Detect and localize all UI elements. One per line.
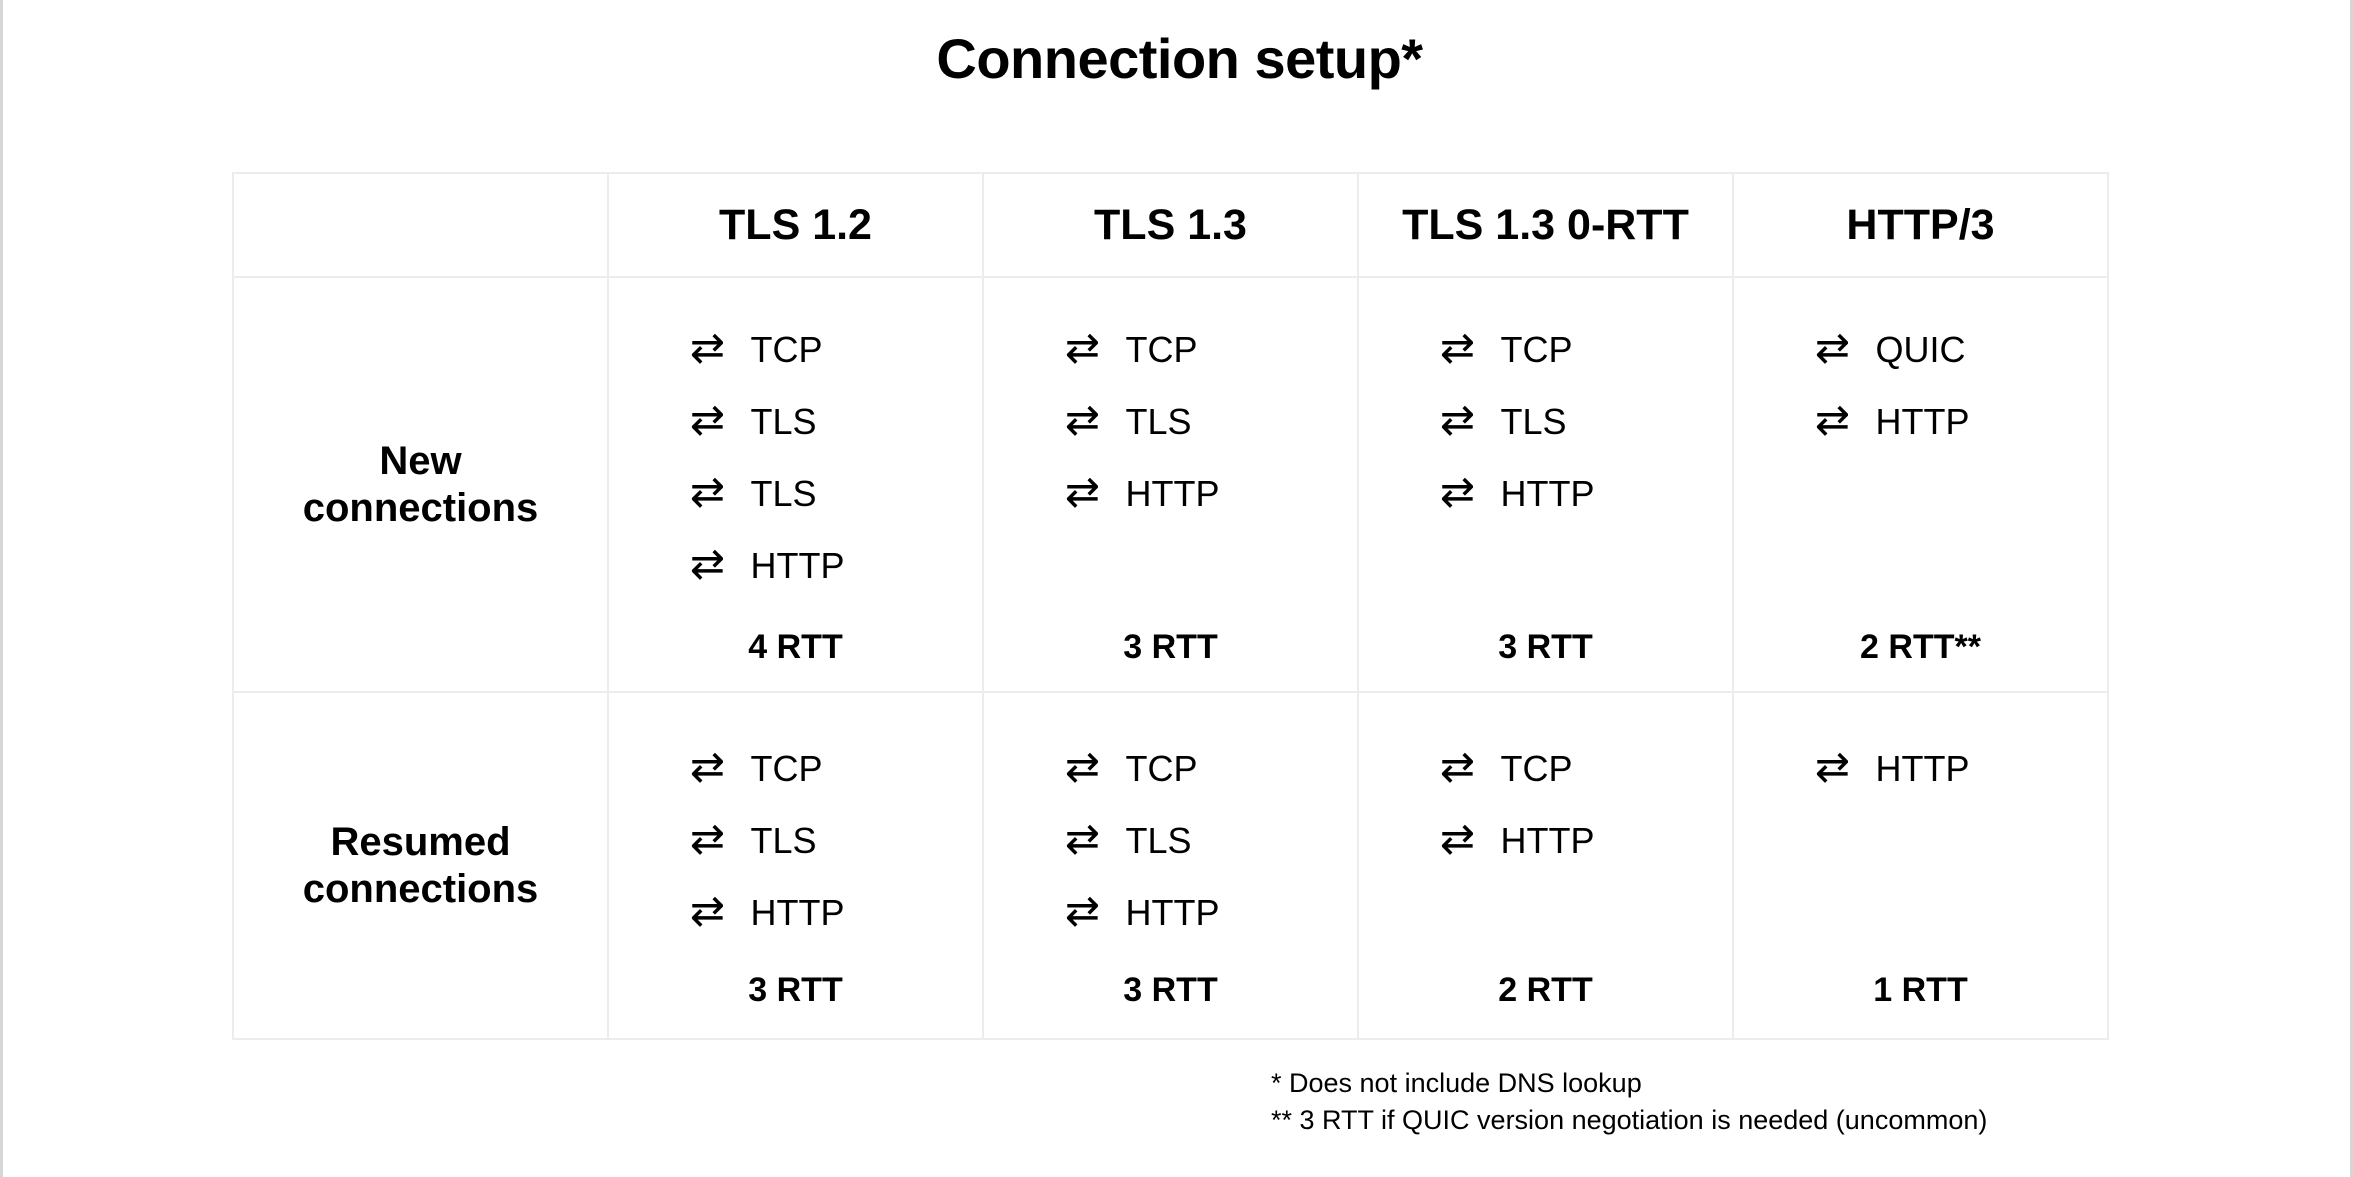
handshake-step: ⇄ TLS (1056, 805, 1286, 877)
handshake-step: ⇄ TLS (681, 458, 911, 530)
roundtrip-arrow-icon: ⇄ (1439, 814, 1476, 863)
step-label: HTTP (1875, 401, 1970, 442)
step-label: HTTP (1500, 820, 1595, 861)
row-label-text: New connections (302, 439, 539, 530)
footnote-dns: * Does not include DNS lookup (1271, 1068, 1642, 1098)
step-label: HTTP (1500, 473, 1595, 514)
handshake-step: ⇄ HTTP (1431, 805, 1661, 877)
roundtrip-arrow-icon: ⇄ (1439, 323, 1476, 372)
rtt-total: 3 RTT (748, 971, 843, 1009)
step-label: TCP (750, 329, 823, 370)
roundtrip-arrow-icon: ⇄ (689, 467, 726, 516)
step-label: TCP (1500, 748, 1573, 789)
step-label: TCP (750, 748, 823, 789)
rtt-total: 2 RTT (1498, 971, 1593, 1009)
table-corner-cell (232, 172, 609, 278)
connection-setup-table: TLS 1.2 TLS 1.3 TLS 1.3 0-RTT HTTP/3 New… (232, 172, 2109, 1040)
handshake-step: ⇄ HTTP (1431, 458, 1661, 530)
rtt-total: 2 RTT** (1860, 628, 1981, 666)
handshake-step: ⇄ TCP (1056, 733, 1286, 805)
step-label: TLS (750, 820, 817, 861)
column-header-tls13: TLS 1.3 (982, 172, 1359, 278)
row-header-resumed-connections: Resumed connections (232, 691, 609, 1040)
handshake-step: ⇄ HTTP (1806, 386, 2036, 458)
step-label: HTTP (1125, 473, 1220, 514)
step-label: TLS (1125, 401, 1192, 442)
step-label: TLS (1500, 401, 1567, 442)
roundtrip-arrow-icon: ⇄ (1814, 742, 1851, 791)
cell-resumed-tls13-0rtt: ⇄ TCP ⇄ HTTP 2 RTT (1357, 691, 1734, 1040)
step-label: HTTP (750, 892, 845, 933)
step-label: TCP (1125, 329, 1198, 370)
column-header-http3: HTTP/3 (1732, 172, 2109, 278)
handshake-step: ⇄ TCP (1431, 733, 1661, 805)
table-row: New connections ⇄ TCP ⇄ TLS ⇄ (232, 276, 2109, 693)
step-label: TLS (750, 473, 817, 514)
row-header-new-connections: New connections (232, 276, 609, 693)
handshake-step: ⇄ HTTP (681, 530, 911, 602)
cell-new-http3: ⇄ QUIC ⇄ HTTP 2 RTT** (1732, 276, 2109, 693)
step-label: HTTP (1125, 892, 1220, 933)
step-label: QUIC (1875, 329, 1966, 370)
step-label: TCP (1125, 748, 1198, 789)
cell-resumed-tls12: ⇄ TCP ⇄ TLS ⇄ HTTP 3 RTT (607, 691, 984, 1040)
rtt-total: 1 RTT (1873, 971, 1968, 1009)
roundtrip-arrow-icon: ⇄ (1064, 742, 1101, 791)
handshake-step: ⇄ HTTP (681, 877, 911, 949)
handshake-step: ⇄ TCP (681, 733, 911, 805)
handshake-step: ⇄ TCP (681, 314, 911, 386)
roundtrip-arrow-icon: ⇄ (1064, 467, 1101, 516)
footnotes-block: * Does not include DNS lookup ** 3 RTT i… (1271, 1065, 1987, 1140)
roundtrip-arrow-icon: ⇄ (1814, 395, 1851, 444)
handshake-step: ⇄ TLS (1431, 386, 1661, 458)
handshake-step: ⇄ TLS (681, 805, 911, 877)
cell-new-tls13: ⇄ TCP ⇄ TLS ⇄ HTTP 3 RTT (982, 276, 1359, 693)
roundtrip-arrow-icon: ⇄ (1064, 323, 1101, 372)
roundtrip-arrow-icon: ⇄ (689, 323, 726, 372)
roundtrip-arrow-icon: ⇄ (1439, 742, 1476, 791)
roundtrip-arrow-icon: ⇄ (689, 395, 726, 444)
roundtrip-arrow-icon: ⇄ (689, 742, 726, 791)
handshake-step: ⇄ HTTP (1056, 458, 1286, 530)
roundtrip-arrow-icon: ⇄ (689, 886, 726, 935)
handshake-step: ⇄ HTTP (1806, 733, 2036, 805)
roundtrip-arrow-icon: ⇄ (1439, 395, 1476, 444)
rtt-total: 3 RTT (1498, 628, 1593, 666)
handshake-step: ⇄ TCP (1056, 314, 1286, 386)
handshake-step: ⇄ TLS (681, 386, 911, 458)
footnote-quic: ** 3 RTT if QUIC version negotiation is … (1271, 1105, 1988, 1136)
rtt-total: 4 RTT (748, 628, 843, 666)
step-label: HTTP (750, 545, 845, 586)
handshake-step: ⇄ TLS (1056, 386, 1286, 458)
step-label: TLS (750, 401, 817, 442)
handshake-step: ⇄ HTTP (1056, 877, 1286, 949)
table-row: Resumed connections ⇄ TCP ⇄ TLS ⇄ (232, 691, 2109, 1040)
step-label: TCP (1500, 329, 1573, 370)
cell-resumed-http3: ⇄ HTTP 1 RTT (1732, 691, 2109, 1040)
roundtrip-arrow-icon: ⇄ (1439, 467, 1476, 516)
rtt-total: 3 RTT (1123, 628, 1218, 666)
roundtrip-arrow-icon: ⇄ (1814, 323, 1851, 372)
roundtrip-arrow-icon: ⇄ (689, 814, 726, 863)
column-header-tls12: TLS 1.2 (607, 172, 984, 278)
roundtrip-arrow-icon: ⇄ (1064, 395, 1101, 444)
step-label: TLS (1125, 820, 1192, 861)
handshake-step: ⇄ QUIC (1806, 314, 2036, 386)
step-label: HTTP (1875, 748, 1970, 789)
cell-new-tls13-0rtt: ⇄ TCP ⇄ TLS ⇄ HTTP 3 RTT (1357, 276, 1734, 693)
rtt-total: 3 RTT (1123, 971, 1218, 1009)
page-title: Connection setup* (936, 27, 1423, 90)
row-label-text: Resumed connections (302, 820, 539, 911)
column-header-tls13-0rtt: TLS 1.3 0-RTT (1357, 172, 1734, 278)
roundtrip-arrow-icon: ⇄ (689, 539, 726, 588)
roundtrip-arrow-icon: ⇄ (1064, 886, 1101, 935)
table-header-row: TLS 1.2 TLS 1.3 TLS 1.3 0-RTT HTTP/3 (232, 172, 2109, 278)
handshake-step: ⇄ TCP (1431, 314, 1661, 386)
roundtrip-arrow-icon: ⇄ (1064, 814, 1101, 863)
cell-new-tls12: ⇄ TCP ⇄ TLS ⇄ TLS ⇄ HTTP (607, 276, 984, 693)
cell-resumed-tls13: ⇄ TCP ⇄ TLS ⇄ HTTP 3 RTT (982, 691, 1359, 1040)
